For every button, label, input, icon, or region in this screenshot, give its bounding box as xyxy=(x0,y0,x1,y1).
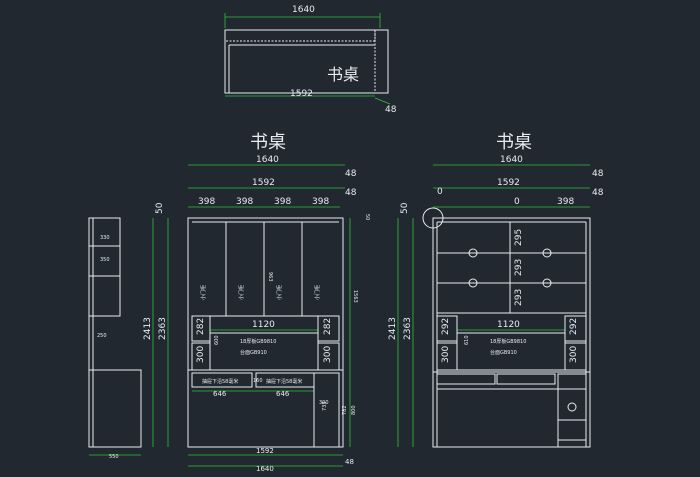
dim-sec-side2: 48 xyxy=(592,188,604,198)
dim-sec-r3: 293 xyxy=(514,289,524,306)
side-desk xyxy=(88,369,142,448)
mark-963: 963 xyxy=(267,272,273,282)
dim-front-r1: 282 xyxy=(323,318,333,335)
section-title: 书桌 xyxy=(496,132,532,153)
dim-front-right-top: 50 xyxy=(364,214,370,220)
dim-sec-l2: 300 xyxy=(441,346,451,363)
sec-note2: 台面GB910 xyxy=(490,349,517,356)
left-box-top xyxy=(191,315,211,342)
section-view: 书桌 1640 48 1592 48 0 0 398 2413 2363 50 … xyxy=(388,132,604,448)
dim-sec-shelf-w: 1120 xyxy=(497,320,520,330)
dim-front-bot-side: 48 xyxy=(345,458,354,466)
knob-circle xyxy=(542,278,552,288)
top-view: 1640 书桌 1592 48 xyxy=(224,5,397,115)
dim-sec-r2: 293 xyxy=(514,259,524,276)
dim-drawer-w1: 646 xyxy=(213,390,227,398)
knob-circle xyxy=(567,402,577,412)
dim-sec-l1: 292 xyxy=(441,318,451,335)
side-width: 550 xyxy=(109,454,119,460)
dim-front-total: 1640 xyxy=(256,155,279,165)
side-d3: 250 xyxy=(97,333,107,339)
dim-drawer-w2: 646 xyxy=(276,390,290,398)
door-note-2: 小门柜 xyxy=(238,285,245,300)
dim-top-inner: 1592 xyxy=(290,89,313,99)
dim-front-r2: 300 xyxy=(323,346,333,363)
door-note-4: 小门柜 xyxy=(314,285,321,300)
dim-sec-r1: 295 xyxy=(514,229,524,246)
dim-front-col4: 398 xyxy=(312,197,329,207)
side-upper xyxy=(88,217,121,317)
dim-front-col1: 398 xyxy=(198,197,215,207)
front-note2: 台面GB910 xyxy=(240,349,267,356)
dim-sec-top: 50 xyxy=(400,202,410,214)
dim-sec-zero1: 0 xyxy=(437,187,443,197)
dim-leg-w: 300 xyxy=(319,400,329,406)
knob-circle xyxy=(468,248,478,258)
sec-right-bottom xyxy=(564,342,587,371)
sec-drawer-right xyxy=(496,373,556,385)
side-view: 330 350 250 550 xyxy=(88,217,142,460)
dim-leader xyxy=(374,97,391,105)
dim-front-right-lower: 800 xyxy=(351,405,357,415)
sec-note1: 18厚板GB9810 xyxy=(490,338,526,345)
dim-sec-h-total: 2413 xyxy=(388,317,398,340)
dim-front-inner-h: 2363 xyxy=(158,317,168,340)
dim-front-side2: 48 xyxy=(345,188,357,198)
desk-top-outline xyxy=(224,29,389,94)
sec-right-cabinet xyxy=(557,373,587,448)
top-view-title: 书桌 xyxy=(327,65,359,84)
drawer-label-1: 抽屉下沿58毫米 xyxy=(202,378,238,385)
dim-sec-inner: 1592 xyxy=(497,178,520,188)
desk-top-board xyxy=(224,29,376,42)
front-view: 书桌 1640 48 1592 48 398 398 398 398 2413 … xyxy=(143,132,370,473)
sec-right-top xyxy=(564,315,587,342)
dim-sec-r5: 300 xyxy=(569,346,579,363)
dim-sec-r4: 292 xyxy=(569,318,579,335)
front-note1: 18厚板GB9810 xyxy=(240,338,276,345)
dim-front-total-h: 2413 xyxy=(143,317,153,340)
dim-front-inner: 1592 xyxy=(252,178,275,188)
dim-sec-total: 1640 xyxy=(500,155,523,165)
dim-top-depth: 48 xyxy=(385,105,397,115)
drawer-label-2: 抽屉下沿58毫米 xyxy=(266,378,302,385)
dim-front-side1: 48 xyxy=(345,169,357,179)
dim-sec-zero2: 0 xyxy=(514,197,520,207)
dim-front-bot-total: 1640 xyxy=(256,465,274,473)
dim-front-l2: 300 xyxy=(196,346,206,363)
drawer-left xyxy=(191,372,253,388)
dim-front-l1: 282 xyxy=(196,318,206,335)
dim-front-shelf-h: 600 xyxy=(214,335,220,345)
right-box-top xyxy=(317,315,340,342)
dim-front-right-upper: 1563 xyxy=(352,290,358,303)
drawer-h: 160 xyxy=(253,378,263,384)
front-view-title: 书桌 xyxy=(250,132,286,153)
dim-sec-h-inner: 2363 xyxy=(403,317,413,340)
dim-sec-col: 398 xyxy=(557,197,574,207)
dim-front-right-782: 782 xyxy=(342,405,348,415)
door-note-1: 小门柜 xyxy=(200,285,207,300)
dim-sec-side1: 48 xyxy=(592,169,604,179)
dim-front-shelf-w: 1120 xyxy=(252,320,275,330)
section-outline xyxy=(432,217,591,448)
sec-drawer-left xyxy=(436,373,496,385)
sec-left-top xyxy=(436,315,458,342)
knob-circle xyxy=(542,248,552,258)
sec-left-bottom xyxy=(436,342,458,371)
dim-sec-shelf-h: 610 xyxy=(464,335,470,345)
side-d1: 330 xyxy=(100,235,110,241)
dim-front-bot-inner: 1592 xyxy=(256,447,274,455)
dim-front-col2: 398 xyxy=(236,197,253,207)
dim-leg-h: 733 xyxy=(322,401,328,411)
front-outline xyxy=(187,217,344,448)
side-d2: 350 xyxy=(100,257,110,263)
desk-top-side xyxy=(374,29,389,94)
dim-front-top: 50 xyxy=(155,202,165,214)
dim-top-total: 1640 xyxy=(292,5,315,15)
door-note-3: 小门柜 xyxy=(276,285,283,300)
knob-circle xyxy=(468,278,478,288)
right-cabinet xyxy=(313,372,340,448)
dim-front-col3: 398 xyxy=(274,197,291,207)
